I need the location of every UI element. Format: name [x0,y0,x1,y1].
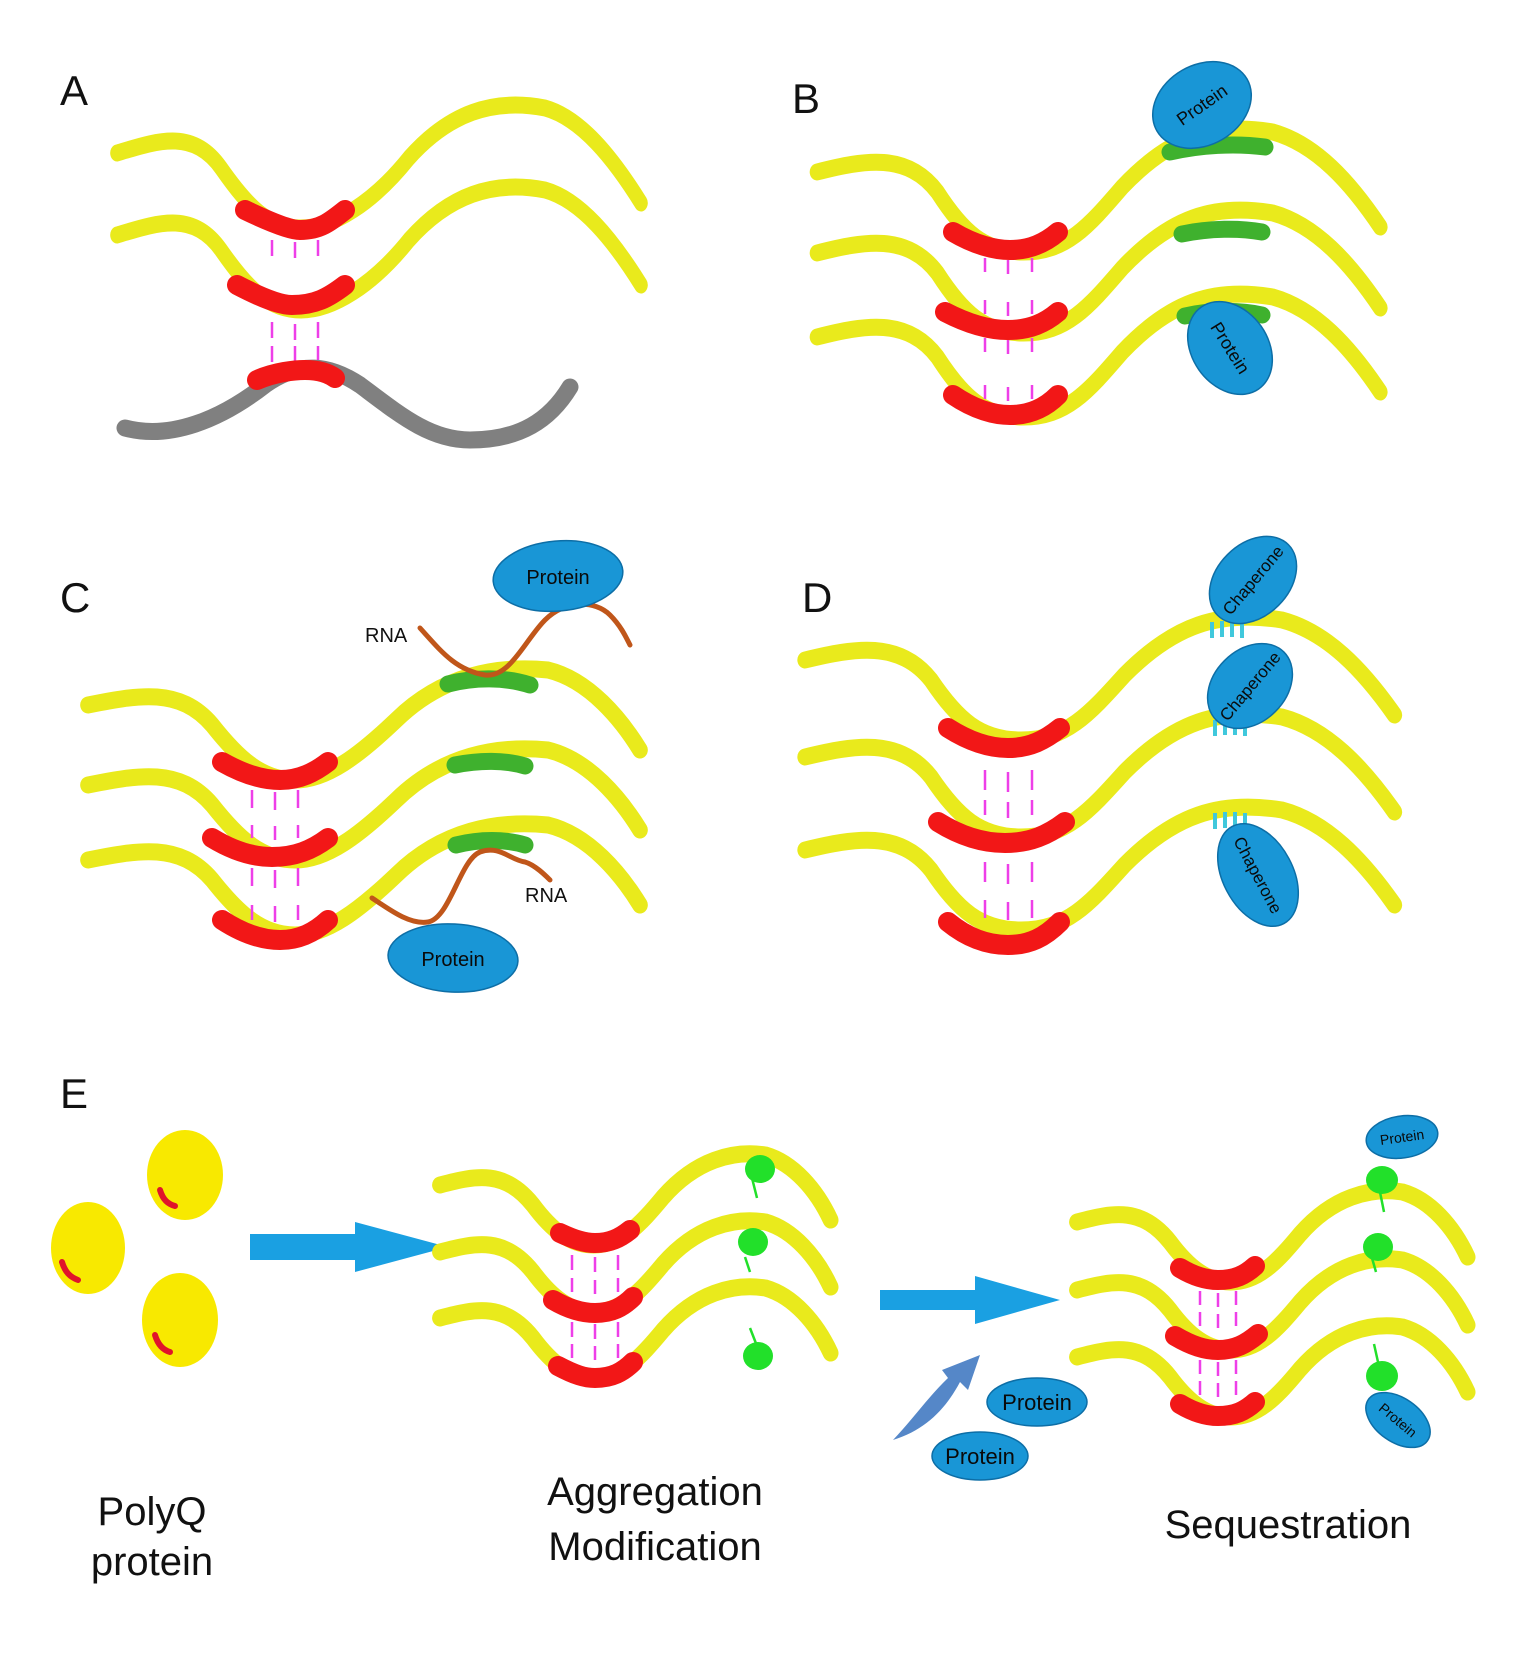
polyq-segment [1170,1392,1265,1427]
modification-group [738,1155,775,1370]
process-arrow [250,1222,448,1272]
panel-d: D Chaperone Chaperone Chaperone [802,535,1395,956]
panel-label-b: B [792,75,820,122]
binding-domain [447,832,534,854]
protein-blob: Protein [1365,1114,1439,1160]
polyq-segment [212,910,338,951]
polyq-segment [935,302,1068,341]
svg-text:Protein: Protein [1379,1126,1425,1148]
panel-label-e: E [60,1070,88,1117]
modification-group [1363,1166,1398,1391]
polyq-segment [227,275,355,316]
panel-b: B Protein Protein [792,60,1380,426]
rna-label: RNA [365,625,408,647]
polyq-segment [543,1287,643,1324]
polyq-segment [202,828,338,868]
polyq-segment [943,385,1068,426]
strand [805,807,1395,930]
svg-text:Protein: Protein [1002,1390,1072,1415]
panel-label-a: A [60,67,88,114]
polyq-segment [938,718,1070,759]
svg-text:Protein: Protein [526,567,589,589]
polyq-monomer [142,1273,218,1367]
binding-domain [1161,136,1274,161]
strand [817,294,1380,417]
panel-label-d: D [802,574,832,621]
chaperone-blob: Chaperone [1216,822,1300,928]
panel-label-c: C [60,574,90,621]
panel-e: E [51,1070,1468,1584]
hydrogen-bonds [983,258,1034,401]
caption-sequestration: Sequestration [1165,1503,1412,1547]
caption-polyq: PolyQ [98,1490,207,1534]
protein-blob: Protein [931,1431,1029,1481]
strand [88,669,640,780]
polyq-segment [938,912,1070,956]
polyq-segment [235,200,355,241]
rna-label: RNA [525,885,568,907]
panel-c: C RNA Protein RNA Protein [60,539,640,993]
chaperone-blob: Chaperone [1206,642,1294,730]
hydrogen-bonds [270,240,320,362]
protein-blob: Protein [1151,60,1253,150]
polyq-segment [1170,1256,1265,1291]
polyq-segment [943,222,1068,261]
strand [88,824,640,935]
strand [817,129,1380,252]
strand [88,749,640,860]
polyq-monomer [51,1202,125,1294]
rna-strand [417,601,633,678]
binding-domain [439,670,539,694]
hydrogen-bonds [983,770,1034,920]
hydrogen-bonds [250,790,300,922]
svg-text:Protein: Protein [945,1444,1015,1469]
chaperone-blob: Chaperone [1208,535,1298,625]
process-arrow [880,1276,1060,1324]
protein-blob: Protein [387,923,519,993]
caption-modification: Modification [548,1525,761,1569]
protein-blob: Protein [1365,1391,1431,1449]
strand [117,105,641,228]
binding-domain [1173,220,1271,243]
polyq-segment [1165,1324,1268,1361]
hydrogen-bonds [1198,1291,1238,1397]
protein-blob: Protein [492,539,624,613]
strand [117,187,641,310]
caption-protein: protein [91,1540,213,1584]
polyq-monomer [147,1130,223,1220]
recruitment-arrow [893,1355,980,1440]
polyq-segment [928,812,1075,854]
interacting-strand [116,359,579,449]
polyq-segment [212,752,338,791]
panel-a: A [60,67,641,449]
polyq-segment [550,1220,640,1254]
polyq-segment [247,359,345,390]
caption-aggregation: Aggregation [547,1470,763,1514]
rna-strand [369,847,553,925]
binding-domain [446,752,534,775]
protein-blob: Protein [1186,300,1274,396]
hydrogen-bonds [570,1255,620,1360]
svg-text:Protein: Protein [421,949,484,971]
polyq-segment [548,1352,643,1389]
protein-blob: Protein [986,1377,1088,1427]
